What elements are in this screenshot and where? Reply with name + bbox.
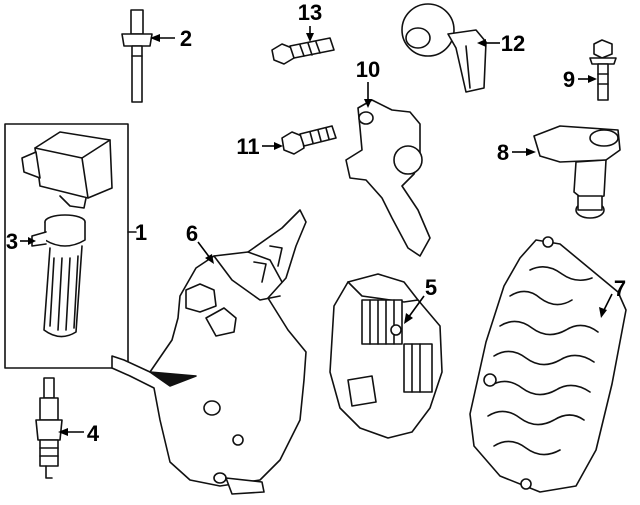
control-module-bracket — [111, 209, 307, 495]
callout-7: 7 — [613, 276, 627, 301]
callout-13: 13 — [297, 0, 323, 25]
camshaft-sensor — [533, 125, 621, 219]
callout-1: 1 — [134, 220, 148, 245]
engine-control-module — [329, 273, 443, 439]
bracket-bolt — [271, 37, 335, 65]
callout-8: 8 — [496, 140, 510, 165]
callout-3: 3 — [5, 229, 19, 254]
callout-10: 10 — [355, 57, 381, 82]
coil-bolt — [121, 9, 153, 103]
sensor-bolt — [589, 39, 617, 101]
callout-6: 6 — [185, 221, 199, 246]
callout-5: 5 — [424, 275, 438, 300]
coil-boot — [31, 214, 86, 338]
callout-4: 4 — [86, 421, 100, 446]
module-cover — [469, 236, 627, 493]
mounting-bracket — [345, 99, 431, 257]
callout-12: 12 — [500, 31, 526, 56]
knock-sensor — [401, 3, 487, 93]
spark-plug — [35, 377, 63, 479]
ignition-coil-assembly-box — [4, 123, 137, 369]
callout-2: 2 — [179, 26, 193, 51]
callout-11: 11 — [236, 134, 260, 159]
bracket-fastener — [281, 125, 337, 155]
ignition-coil — [21, 131, 113, 209]
leader-lines — [20, 26, 613, 436]
callout-9: 9 — [562, 67, 576, 92]
